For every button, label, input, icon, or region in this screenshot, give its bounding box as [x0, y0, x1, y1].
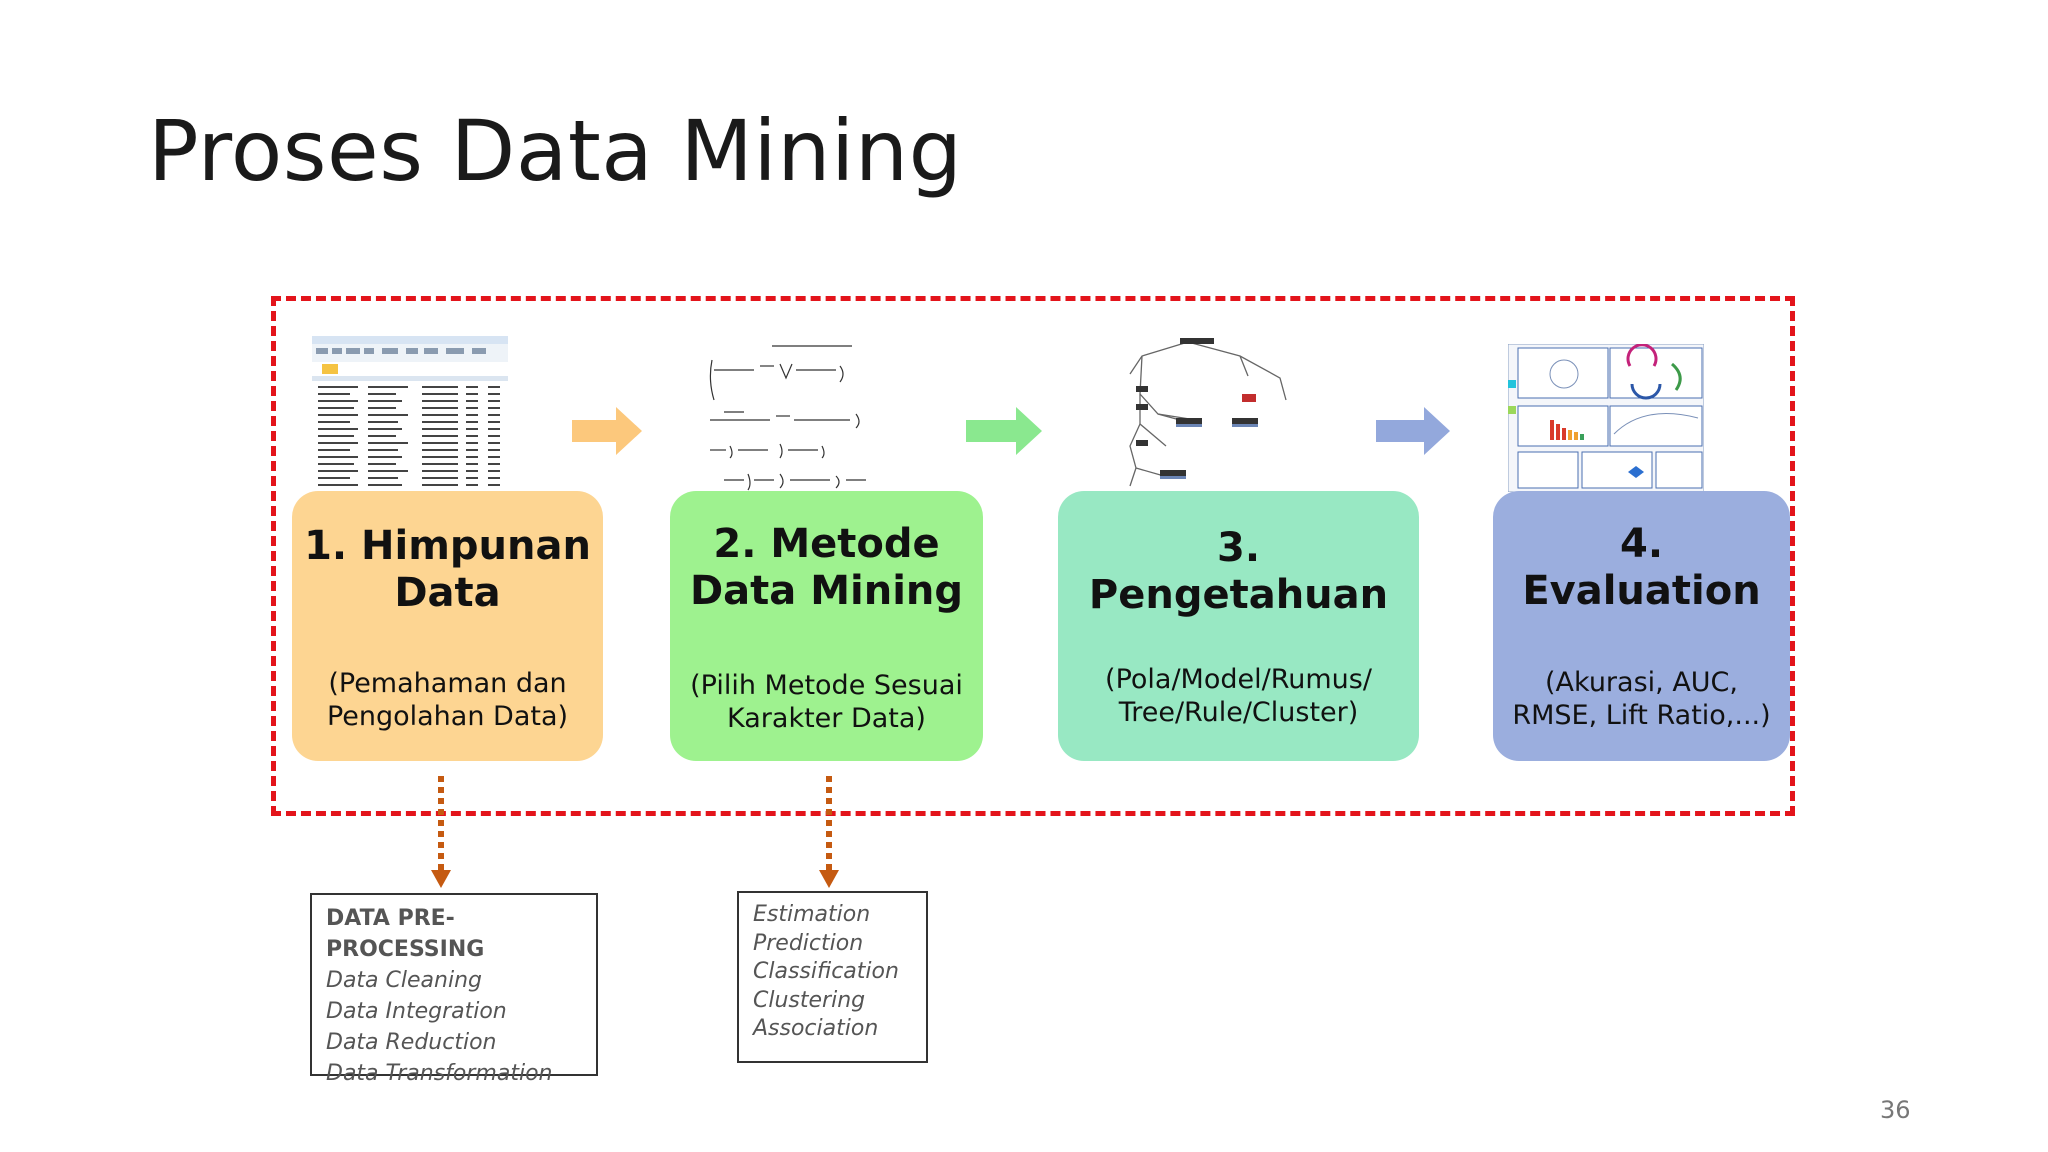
- flow-arrow-3: [1376, 407, 1450, 455]
- list-item: Estimation: [753, 902, 871, 927]
- stage-title: 2. Metode Data Mining: [689, 521, 964, 614]
- stage-himpunan-data: 1. Himpunan Data (Pemahaman dan Pengolah…: [292, 491, 603, 761]
- list-item: Classification: [753, 959, 899, 984]
- list-item: Data Integration: [326, 999, 507, 1024]
- stage-description: (Pilih Metode Sesuai Karakter Data): [690, 670, 963, 734]
- methods-note: Estimation Prediction Classification Clu…: [737, 891, 928, 1063]
- stage-metode-data-mining: 2. Metode Data Mining (Pilih Metode Sesu…: [670, 491, 983, 761]
- stage-title: 4. Evaluation: [1522, 521, 1761, 614]
- flow-arrow-2-shape: [966, 407, 1042, 455]
- stage-description: (Pemahaman dan Pengolahan Data): [326, 668, 569, 732]
- stage-description: (Pola/Model/Rumus/ Tree/Rule/Cluster): [1105, 664, 1372, 728]
- flow-arrow-3-shape: [1376, 407, 1450, 455]
- stage-description: (Akurasi, AUC, RMSE, Lift Ratio,...): [1512, 667, 1771, 731]
- slide-title: Proses Data Mining: [148, 102, 963, 200]
- decision-tree-thumbnail: [1100, 334, 1320, 494]
- list-item: Prediction: [753, 930, 864, 956]
- flow-arrow-2: [966, 407, 1042, 455]
- stage-title: 1. Himpunan Data: [304, 523, 591, 616]
- flow-arrow-1: [572, 407, 642, 455]
- flow-arrow-1-shape: [572, 407, 642, 455]
- page-number: 36: [1880, 1096, 1911, 1124]
- connector-arrow-preprocessing: [431, 776, 451, 888]
- preprocessing-heading: DATA PRE-PROCESSING: [326, 906, 485, 962]
- list-item: Data Transformation: [326, 1061, 553, 1086]
- stage-title: 3. Pengetahuan: [1088, 525, 1389, 618]
- stage-evaluation: 4. Evaluation (Akurasi, AUC, RMSE, Lift …: [1493, 491, 1790, 761]
- connector-arrow-methods: [819, 776, 839, 888]
- stage-pengetahuan: 3. Pengetahuan (Pola/Model/Rumus/ Tree/R…: [1058, 491, 1419, 761]
- list-item: Association: [753, 1016, 879, 1041]
- process-frame: [271, 296, 1795, 816]
- spreadsheet-thumbnail: [312, 336, 508, 492]
- formula-thumbnail: [700, 340, 900, 492]
- list-item: Clustering: [753, 987, 866, 1013]
- list-item: Data Cleaning: [326, 968, 482, 993]
- evaluation-charts-thumbnail: [1508, 344, 1704, 492]
- list-item: Data Reduction: [326, 1030, 497, 1055]
- preprocessing-note: DATA PRE-PROCESSING Data Cleaning Data I…: [310, 893, 598, 1086]
